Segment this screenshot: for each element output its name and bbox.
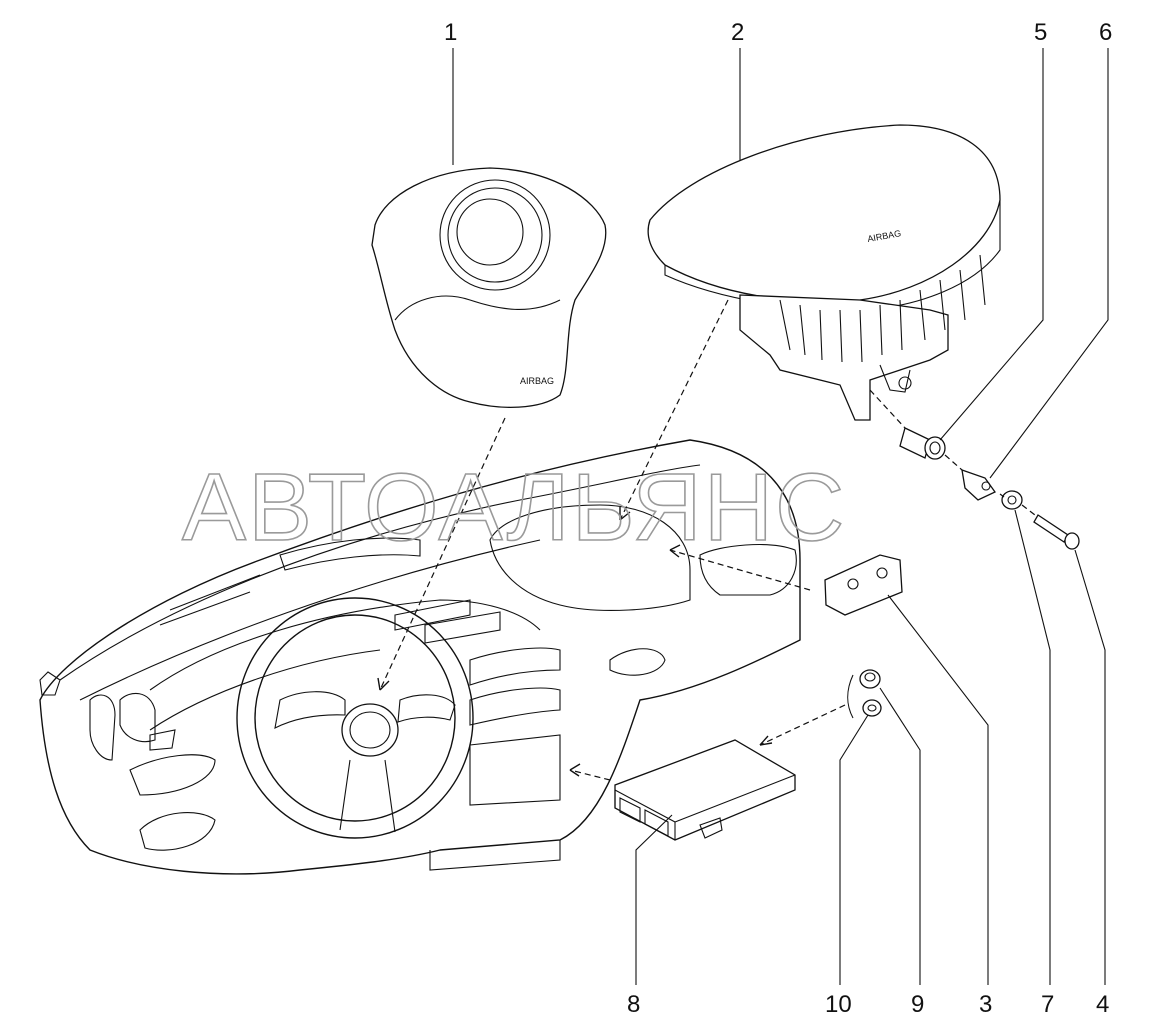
steering-airbag-module: AIRBAG [371, 167, 607, 408]
airbag-control-unit-8 [614, 739, 796, 841]
leader-lines [452, 48, 1109, 985]
steering-wheel [236, 597, 474, 839]
callout-9: 9 [911, 991, 924, 1018]
callout-4: 4 [1096, 991, 1109, 1018]
passenger-airbag-module: AIRBAG [647, 124, 1001, 421]
washer-10 [862, 699, 882, 717]
assembly-lines [377, 299, 1036, 781]
callout-7: 7 [1041, 991, 1054, 1018]
nut-9 [859, 669, 881, 689]
clip-6 [961, 469, 996, 501]
washer-7 [1001, 490, 1023, 510]
sleeve-5 [899, 427, 946, 460]
callout-2: 2 [731, 19, 744, 46]
callout-1: 1 [444, 19, 457, 46]
callout-5: 5 [1034, 19, 1047, 46]
callout-numbers: 1 2 5 6 3 7 4 8 10 9 [444, 19, 1112, 1018]
steering-airbag-label: AIRBAG [520, 376, 554, 386]
callout-3: 3 [979, 991, 992, 1018]
callout-10: 10 [825, 991, 852, 1018]
callout-8: 8 [627, 991, 640, 1018]
bracket-3 [824, 554, 903, 616]
watermark-text: АВТОАЛЬЯНС [182, 454, 846, 561]
callout-6: 6 [1099, 19, 1112, 46]
dashboard [39, 439, 801, 875]
bolt-4 [1033, 514, 1080, 550]
